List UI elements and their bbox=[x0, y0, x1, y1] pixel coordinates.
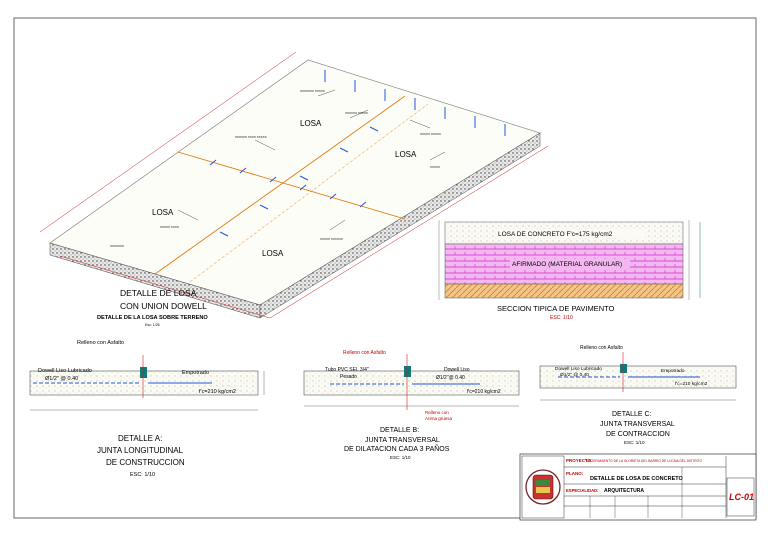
detail-b-filler: Relleno con bbox=[425, 410, 449, 415]
slab-detail-scale: Esc: 1/25 bbox=[145, 323, 160, 327]
pavement-section-scale: ESC: 1/10 bbox=[550, 315, 573, 321]
slab-detail-subtitle: DETALLE DE LA LOSA SOBRE TERRENO bbox=[97, 315, 208, 321]
detail-b-concrete: f'c=210 kg/cm2 bbox=[467, 389, 501, 395]
pavement-section: LOSA DE CONCRETO F'c=175 kg/cm2 AFIRMADO… bbox=[438, 220, 701, 321]
joint-transverse-2 bbox=[189, 103, 429, 283]
detail-c-embedded: Empotrado bbox=[661, 368, 685, 374]
detail-c: Relleno con Asfalto Dowell Liso Lubricad… bbox=[539, 345, 737, 445]
detail-c-title-2: JUNTA TRANSVERSAL bbox=[600, 421, 675, 428]
sheet-code-box bbox=[726, 477, 755, 517]
specialty-value: ARQUITECTURA bbox=[604, 488, 644, 494]
detail-c-dowel-spec: Ø1/2" @ 0.40 bbox=[560, 372, 589, 378]
detail-a-scale: ESC: 1/10 bbox=[130, 472, 155, 478]
isometric-slab-detail: XXXXXXX XXXXX XXXXXX XXXX XXXXX XXXXXX XX… bbox=[39, 51, 549, 327]
svg-text:XXXXXX XXXXX: XXXXXX XXXXX bbox=[345, 111, 368, 115]
detail-a-title-3: DE CONSTRUCCION bbox=[106, 458, 185, 467]
detail-b-filler-2: Arena gruesa bbox=[425, 416, 453, 421]
detail-c-title-3: DE CONTRACCION bbox=[606, 431, 670, 438]
detail-b-scale: ESC: 1/10 bbox=[390, 455, 411, 460]
detail-a-dowel: Dowell Liso Lubricado bbox=[38, 368, 92, 374]
detail-a-concrete: f'c=210 kg/cm2 bbox=[199, 389, 236, 395]
detail-b-pvc-2: Pesado bbox=[340, 374, 357, 380]
detail-b-pvc: Tubo PVC SEL 3/4" bbox=[325, 367, 369, 373]
specialty-label: ESPECIALIDAD: bbox=[566, 488, 599, 493]
title-block: PROYECTO: "MEJORAMIENTO DE LA GLORIETA D… bbox=[519, 453, 757, 521]
plan-name: DETALLE DE LOSA DE CONCRETO bbox=[590, 476, 684, 482]
joint-transverse-1 bbox=[154, 95, 406, 275]
detail-c-concrete: f'c=210 kg/cm2 bbox=[675, 381, 708, 387]
detail-b: Relleno con Asfalto Tubo PVC SEL 3/4" Pe… bbox=[303, 350, 520, 460]
detail-c-sealant: Relleno con Asfalto bbox=[580, 345, 623, 351]
slab-label-1: LOSA bbox=[300, 119, 322, 128]
svg-text:XXXXXXX: XXXXXXX bbox=[110, 244, 124, 248]
slab-detail-title-2: CON UNION DOWELL bbox=[120, 301, 207, 311]
detail-b-title-1: DETALLE B: bbox=[380, 427, 419, 434]
plan-label: PLANO: bbox=[566, 471, 584, 476]
detail-c-scale: ESC: 1/10 bbox=[624, 440, 645, 445]
project-label: PROYECTO: bbox=[566, 458, 593, 463]
sheet-border bbox=[13, 17, 757, 519]
svg-text:XXXXX XXXX: XXXXX XXXX bbox=[160, 225, 179, 229]
detail-c-title-1: DETALLE C: bbox=[612, 411, 652, 418]
detail-b-title-3: DE DILATACION CADA 3 PAÑOS bbox=[344, 444, 450, 453]
detail-a-dowel-spec: Ø1/2" @ 0.40 bbox=[45, 376, 78, 382]
sheet-code: LC-01 bbox=[729, 492, 754, 502]
pavement-section-title: SECCION TIPICA DE PAVIMENTO bbox=[497, 304, 615, 313]
slab-label-2: LOSA bbox=[395, 150, 417, 159]
detail-a: Relleno con Asfalto Dowell Liso Lubricad… bbox=[29, 340, 265, 478]
detail-b-sealant: Relleno con Asfalto bbox=[343, 350, 386, 356]
detail-a-title-1: DETALLE A: bbox=[118, 434, 162, 443]
detail-a-sealant: Relleno con Asfalto bbox=[77, 340, 124, 346]
project-name: "MEJORAMIENTO DE LA GLORIETA DEL BARRIO … bbox=[585, 459, 703, 463]
svg-text:XXXXX: XXXXX bbox=[430, 165, 440, 169]
svg-text:XXXXXX XXXX XXXXX: XXXXXX XXXX XXXXX bbox=[235, 135, 267, 139]
joint-longitudinal bbox=[177, 151, 406, 220]
svg-text:XXXXX XXXXX: XXXXX XXXXX bbox=[420, 132, 441, 136]
detail-b-title-2: JUNTA TRANSVERSAL bbox=[365, 437, 440, 444]
slab-label-4: LOSA bbox=[262, 249, 284, 258]
detail-b-dowel-spec: Ø1/2"@ 0.40 bbox=[436, 375, 465, 381]
svg-text:XXXXXXX XXXXX: XXXXXXX XXXXX bbox=[300, 89, 325, 93]
svg-text:XXXXX XXXXXX: XXXXX XXXXXX bbox=[320, 237, 343, 241]
base-layer-label: AFIRMADO (MATERIAL GRANULAR) bbox=[512, 261, 622, 268]
detail-b-dowel: Dowell Liso bbox=[444, 367, 470, 373]
detail-a-embedded: Empotrado bbox=[182, 370, 209, 376]
slab-edge-right bbox=[259, 132, 541, 319]
detail-c-dowel: Dowell Liso Lubricado bbox=[555, 366, 602, 372]
concrete-layer-label: LOSA DE CONCRETO F'c=175 kg/cm2 bbox=[498, 231, 613, 238]
slab-detail-title-1: DETALLE DE LOSA bbox=[120, 288, 197, 298]
detail-a-title-2: JUNTA LONGITUDINAL bbox=[97, 446, 184, 455]
slab-label-3: LOSA bbox=[152, 208, 174, 217]
